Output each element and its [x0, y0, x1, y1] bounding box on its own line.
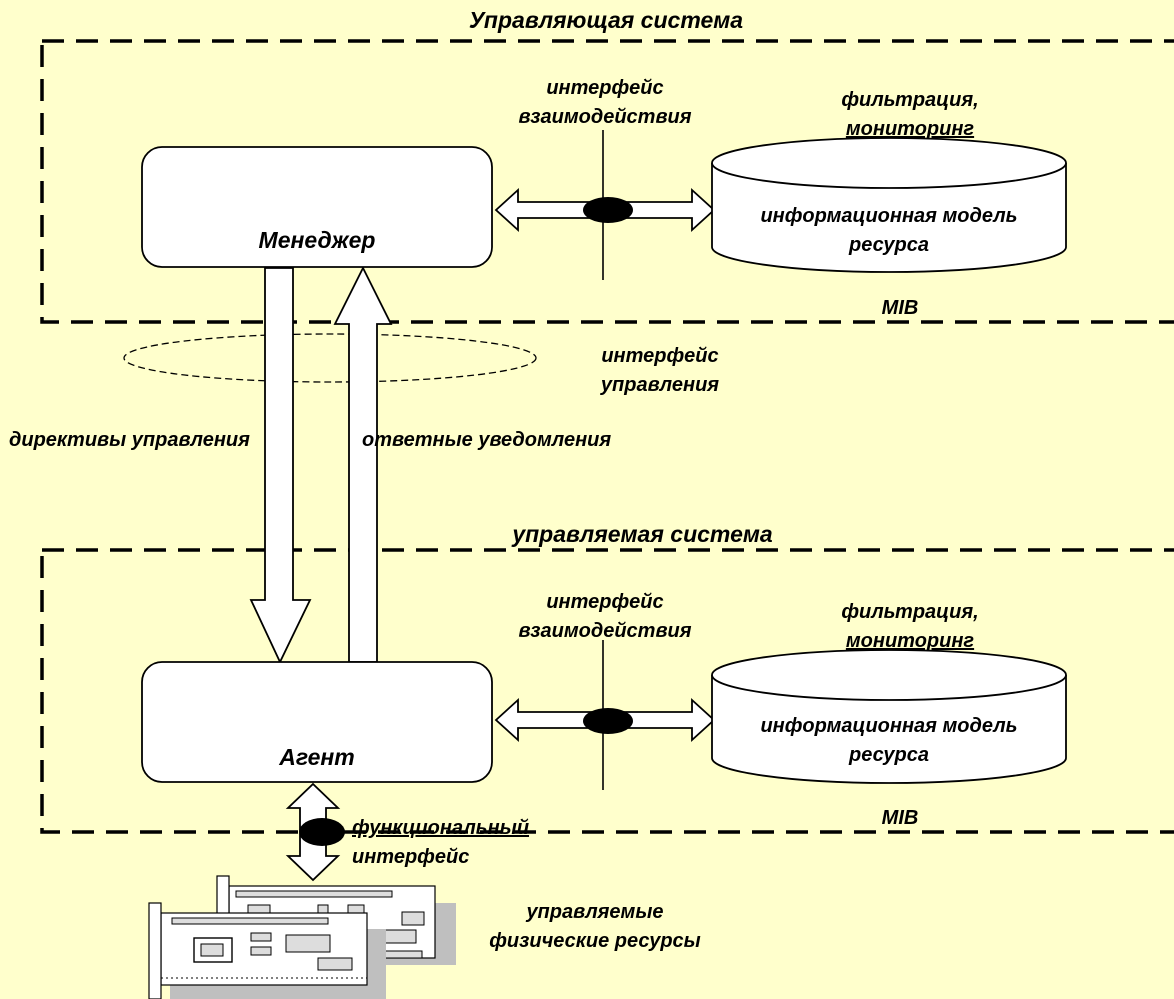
manager-box — [141, 146, 493, 268]
info-model-label-top: информационная модель ресурса — [712, 202, 1066, 260]
filtering-label-bottom-line2: мониторинг — [845, 630, 975, 652]
interaction-connector-top — [583, 197, 633, 223]
agent-label: Агент — [279, 744, 355, 770]
managing-system-title: Управляющая система — [468, 7, 744, 33]
interaction-interface-label-top-line1: интерфейс — [546, 77, 664, 99]
filtering-label-bottom-line1: фильтрация, — [841, 601, 979, 623]
info-model-label-top-line2: ресурса — [848, 234, 930, 256]
filtering-label-top-line1: фильтрация, — [841, 89, 979, 111]
interaction-connector-bottom — [583, 708, 633, 734]
agent-box — [141, 661, 493, 783]
interaction-interface-label-bottom: интерфейс взаимодействия — [500, 588, 710, 646]
managed-system-boundary — [40, 548, 1174, 834]
physical-resources-label-line1: управляемые — [526, 901, 664, 923]
managing-system-boundary — [40, 39, 1174, 324]
management-interface-label-line1: интерфейс — [601, 345, 719, 367]
functional-interface-label-line2: интерфейс — [352, 846, 470, 868]
management-interface-label: интерфейс управления — [565, 342, 755, 400]
responses-label: ответные уведомления — [362, 429, 612, 451]
interaction-interface-label-bottom-line1: интерфейс — [546, 591, 664, 613]
info-model-label-bottom-line2: ресурса — [848, 744, 930, 766]
filtering-label-top: фильтрация, мониторинг — [820, 86, 1000, 144]
mib-label-top: MIB — [881, 297, 919, 319]
info-model-label-bottom-line1: информационная модель — [760, 715, 1018, 737]
managed-system-title: управляемая система — [512, 521, 773, 547]
interaction-interface-label-top: интерфейс взаимодействия — [500, 74, 710, 132]
mib-cylinder-top — [711, 137, 1067, 273]
management-interface-ellipse — [123, 333, 537, 383]
directives-label: директивы управления — [9, 429, 250, 451]
mib-cylinder-bottom — [711, 649, 1067, 784]
management-interface-label-line2: управления — [600, 374, 720, 396]
interaction-interface-label-bottom-line2: взаимодействия — [518, 620, 692, 642]
mib-label-bottom: MIB — [881, 807, 919, 829]
interaction-interface-label-top-line2: взаимодействия — [518, 106, 692, 128]
info-model-label-top-line1: информационная модель — [760, 205, 1018, 227]
info-model-label-bottom: информационная модель ресурса — [712, 712, 1066, 770]
functional-connector — [299, 818, 345, 846]
responses-arrow — [333, 265, 393, 663]
manager-label: Менеджер — [258, 227, 376, 253]
network-card-icon — [148, 875, 456, 999]
functional-interface-label-line1: функциональный — [352, 817, 530, 839]
directives-arrow — [249, 267, 312, 665]
filtering-label-bottom: фильтрация, мониторинг — [820, 598, 1000, 656]
physical-resources-label: управляемые физические ресурсы — [460, 898, 730, 956]
functional-interface-label: функциональный интерфейс — [352, 814, 529, 872]
filtering-label-top-line2: мониторинг — [845, 118, 975, 140]
physical-resources-label-line2: физические ресурсы — [489, 930, 701, 952]
